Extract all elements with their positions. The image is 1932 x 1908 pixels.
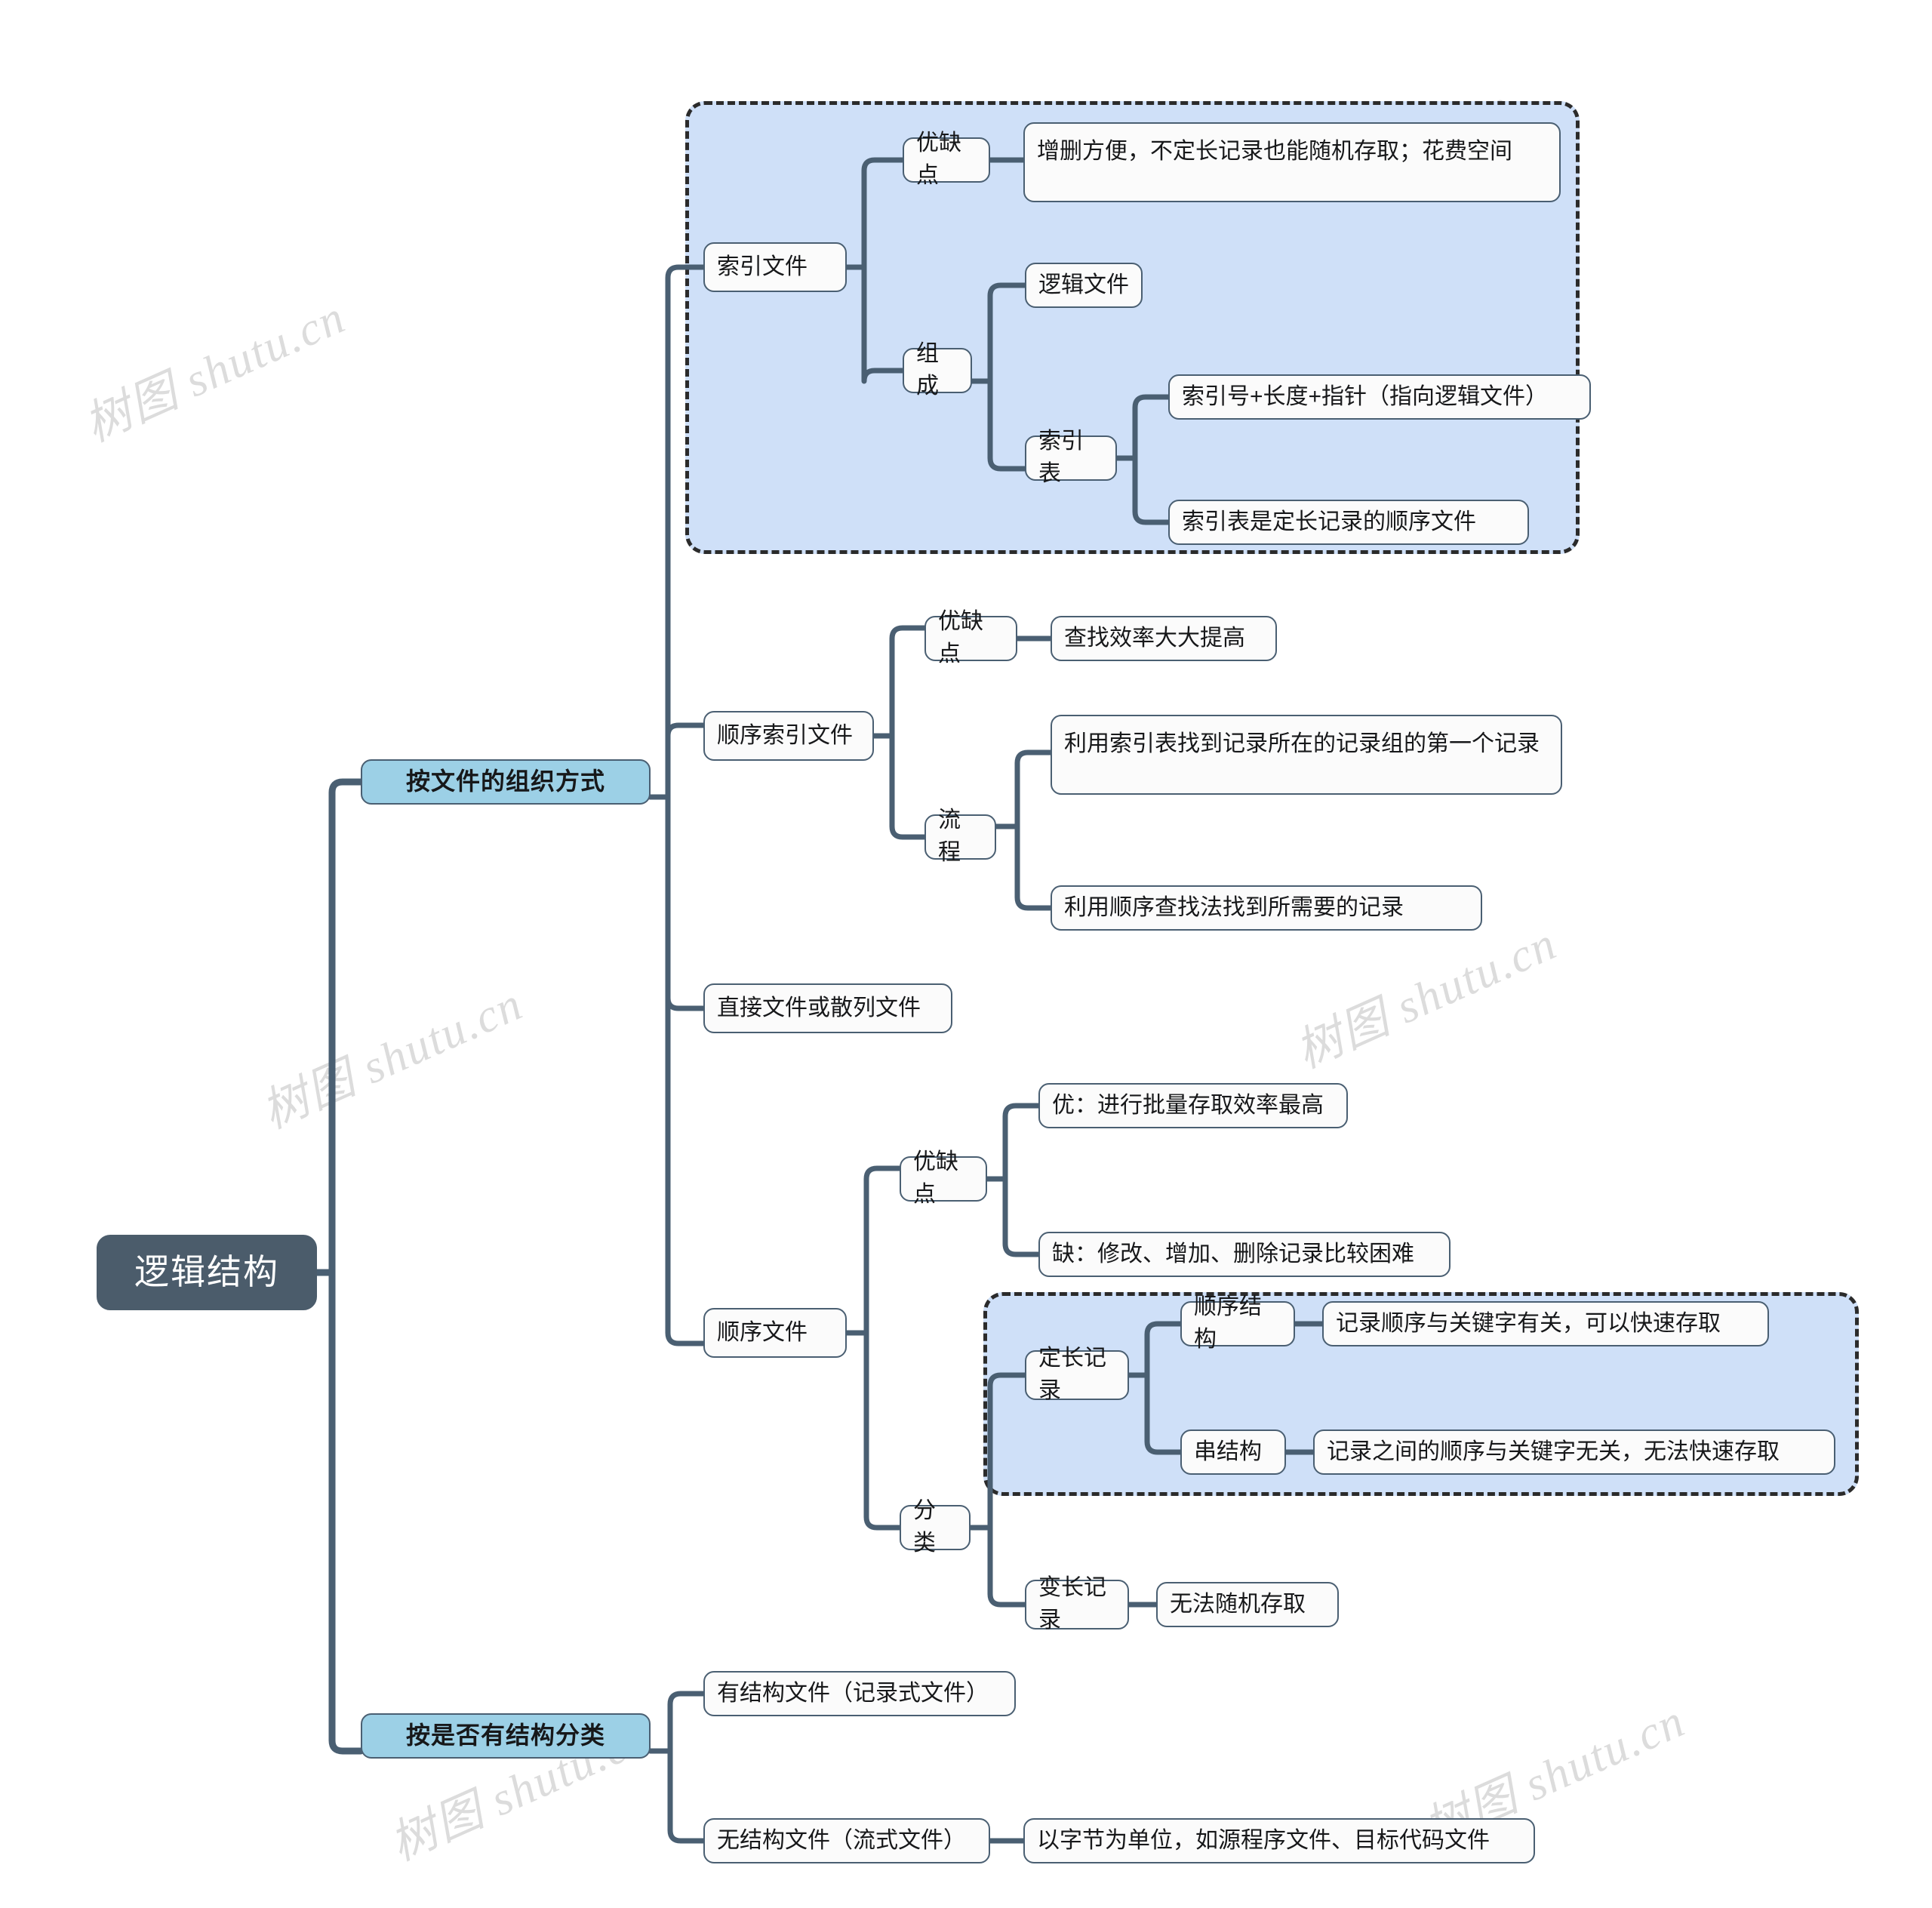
node-variable-length-record[interactable]: 变长记录	[1025, 1575, 1129, 1633]
node-chain-structure-text[interactable]: 记录之间的顺序与关键字无关，无法快速存取	[1313, 1429, 1835, 1475]
node-index-file-composition[interactable]: 组成	[903, 341, 972, 399]
branch-node-organization-method[interactable]: 按文件的组织方式	[361, 759, 651, 805]
node-index-table-detail-2[interactable]: 索引表是定长记录的顺序文件	[1168, 500, 1529, 545]
node-sequential-index-file[interactable]: 顺序索引文件	[703, 711, 874, 761]
node-variable-length-record-text[interactable]: 无法随机存取	[1156, 1582, 1339, 1627]
node-logical-file[interactable]: 逻辑文件	[1025, 263, 1143, 308]
node-index-table-detail-1[interactable]: 索引号+长度+指针（指向逻辑文件）	[1168, 374, 1591, 420]
node-seq-file-classification[interactable]: 分类	[900, 1498, 971, 1556]
node-index-file[interactable]: 索引文件	[703, 242, 847, 292]
node-fixed-length-record[interactable]: 定长记录	[1025, 1346, 1129, 1403]
node-chain-structure[interactable]: 串结构	[1180, 1429, 1286, 1475]
node-seq-index-process[interactable]: 流程	[924, 808, 996, 865]
node-seq-file-pros-cons[interactable]: 优缺点	[900, 1149, 987, 1207]
node-direct-or-hash-file[interactable]: 直接文件或散列文件	[703, 983, 952, 1033]
node-seq-file-disadvantage[interactable]: 缺：修改、增加、删除记录比较困难	[1038, 1232, 1451, 1277]
node-sequential-structure[interactable]: 顺序结构	[1180, 1294, 1295, 1352]
watermark: 树图 shutu.cn	[77, 291, 353, 452]
node-index-file-pros-cons[interactable]: 优缺点	[903, 131, 990, 188]
node-seq-index-pros-cons[interactable]: 优缺点	[924, 609, 1017, 666]
root-node[interactable]: 逻辑结构	[97, 1235, 317, 1310]
watermark: 树图 shutu.cn	[254, 978, 531, 1139]
node-unstructured-file[interactable]: 无结构文件（流式文件）	[703, 1818, 990, 1863]
node-process-step-1[interactable]: 利用索引表找到记录所在的记录组的第一个记录	[1051, 715, 1562, 795]
watermark: 树图 shutu.cn	[1288, 918, 1564, 1079]
node-unstructured-file-text[interactable]: 以字节为单位，如源程序文件、目标代码文件	[1023, 1818, 1535, 1863]
node-index-file-pros-cons-text[interactable]: 增删方便，不定长记录也能随机存取；花费空间	[1023, 122, 1561, 202]
node-seq-index-pros-cons-text[interactable]: 查找效率大大提高	[1051, 616, 1277, 661]
node-seq-file-advantage[interactable]: 优：进行批量存取效率最高	[1038, 1083, 1348, 1128]
node-process-step-2[interactable]: 利用顺序查找法找到所需要的记录	[1051, 885, 1482, 931]
node-sequential-file[interactable]: 顺序文件	[703, 1308, 847, 1358]
node-index-table[interactable]: 索引表	[1025, 429, 1117, 486]
node-structured-file[interactable]: 有结构文件（记录式文件）	[703, 1671, 1016, 1716]
branch-node-structure-classification[interactable]: 按是否有结构分类	[361, 1713, 651, 1759]
node-sequential-structure-text[interactable]: 记录顺序与关键字有关，可以快速存取	[1322, 1301, 1769, 1346]
